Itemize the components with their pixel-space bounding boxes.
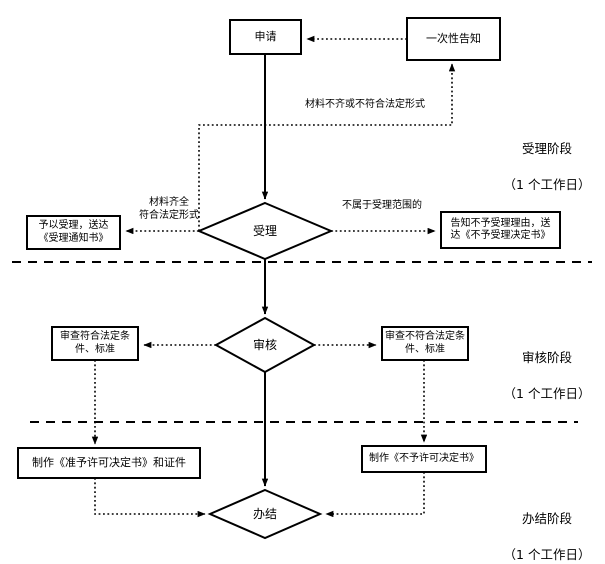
- node-review-fail-shape: [381, 326, 469, 361]
- node-accept-grant-shape: [26, 215, 121, 250]
- node-accept-refuse-shape: [440, 211, 561, 249]
- node-complete-shape: [207, 488, 323, 540]
- edge-permit-grant-to-complete: [94, 478, 206, 518]
- node-permit-grant-shape: [17, 447, 201, 479]
- node-permit-refuse-shape: [361, 445, 487, 473]
- node-accept-decision-shape: [196, 201, 334, 261]
- edge-accept-to-one-time-notice: [198, 63, 456, 231]
- node-review-pass-shape: [51, 326, 139, 361]
- node-review-decision-shape: [213, 316, 317, 374]
- edge-permit-refuse-to-complete: [325, 472, 425, 518]
- node-one-time-notice-shape: [406, 17, 501, 61]
- node-apply-shape: [229, 19, 302, 55]
